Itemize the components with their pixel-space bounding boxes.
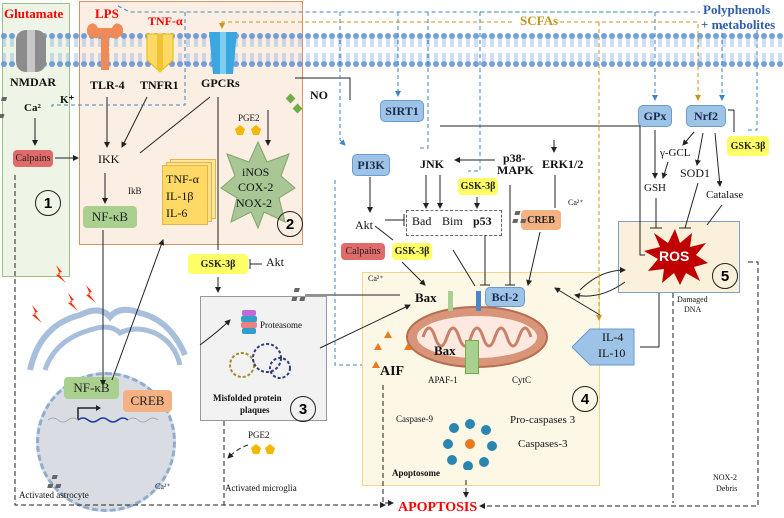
- apoptosome-icon: [443, 419, 497, 470]
- plaques-label-line1: Misfolded protein: [213, 393, 282, 403]
- bcl2-box: Bcl-2: [485, 287, 525, 307]
- calpains-box-signaling: Calpains: [341, 243, 385, 260]
- gsk3b-box-akt: GSK-3β: [392, 243, 432, 260]
- ggcl-label: γ-GCL: [660, 147, 691, 159]
- apaf1-label: APAF-1: [428, 375, 458, 385]
- sod1-label: SOD1: [680, 166, 711, 180]
- calcium-label: Ca²: [24, 102, 41, 114]
- gsk3b-box-microglia: GSK-3β: [188, 254, 248, 274]
- pge2-label-bottom: PGE2: [248, 430, 270, 440]
- p53-label: p53: [473, 214, 492, 228]
- bcl2-channel-top: [476, 291, 481, 311]
- pi3k-box: PI3K: [352, 154, 390, 176]
- akt-label: Akt: [355, 218, 373, 232]
- nmdar-label: NMDAR: [10, 75, 56, 89]
- aif-label: AIF: [380, 364, 405, 379]
- caspase9-label: Caspase-9: [396, 414, 433, 424]
- activated-astrocyte-label: Activated astrocyte: [19, 490, 89, 500]
- ikk-label: IKK: [98, 152, 120, 166]
- bax-channel-top: [448, 291, 453, 311]
- cytokine-tnf-alpha: TNF-α: [166, 172, 199, 186]
- enzyme-cox2: COX-2: [238, 180, 274, 194]
- enzyme-inos: iNOS: [242, 165, 270, 179]
- endoplasmic-reticulum-icon: [27, 306, 188, 371]
- polyphenols-label-line1: Polyphenols: [703, 2, 771, 17]
- gsk3b-box-p53: GSK-3β: [458, 178, 498, 195]
- dna-transcription-icon: [48, 405, 158, 423]
- panel-3-number: 3: [290, 396, 316, 422]
- plaques-label-line2: plaques: [240, 405, 270, 415]
- damaged-dna-line2: DNA: [684, 305, 702, 314]
- gsh-label: GSH: [644, 182, 667, 194]
- tnfr1-label: TNFR1: [140, 78, 179, 92]
- glutamate-label: Glutamate: [4, 6, 64, 21]
- apoptosis-label: APOPTOSIS: [398, 500, 478, 515]
- jnk-label: JNK: [420, 157, 444, 171]
- cytokine-il6: IL-6: [166, 206, 188, 220]
- nfkb-box-panel2: NF-κB: [83, 206, 137, 228]
- potassium-label: K⁺: [60, 94, 75, 106]
- creb-box-signaling: CREB: [521, 210, 561, 230]
- il4-label: IL-4: [602, 330, 624, 344]
- nfkb-box-nucleus: NF-κB: [64, 377, 119, 399]
- damaged-dna-line1: Damaged: [677, 295, 708, 304]
- pge2-molecules-bottom-icon: [251, 444, 275, 454]
- pge2-label-panel2: PGE2: [238, 113, 260, 123]
- tnfr1-receptor-icon: [146, 33, 174, 73]
- tnf-alpha-label: TNF-α: [148, 14, 183, 28]
- akt-label-microglia: Akt: [266, 255, 284, 269]
- il10-label: IL-10: [598, 346, 626, 360]
- panel-4-number: 4: [572, 386, 598, 412]
- no-molecules-icon: [285, 93, 303, 114]
- gpcr-receptor-icon: [209, 32, 237, 74]
- bax-label-mito: Bax: [434, 343, 456, 358]
- no-label: NO: [310, 88, 328, 102]
- gpcrs-label: GPCRs: [201, 76, 240, 90]
- bad-label: Bad: [412, 214, 432, 228]
- polyphenols-label-line2: + metabolites: [701, 17, 776, 32]
- scfas-label: SCFAs: [520, 13, 559, 28]
- nox2-label: NOX-2: [713, 473, 737, 482]
- activated-microglia-label: Activated microglia: [225, 483, 297, 493]
- lps-label: LPS: [95, 6, 119, 21]
- procaspase3-label: Pro-caspases 3: [510, 414, 576, 426]
- cytokine-il1b: IL-1β: [166, 189, 194, 203]
- nrf2-box: Nrf2: [686, 105, 726, 127]
- calpains-box-panel1: Calpains: [13, 150, 53, 167]
- calcium-label-signaling: Ca²⁺: [568, 198, 584, 207]
- sirt1-box: SIRT1: [380, 100, 424, 122]
- gpx-box: GPx: [638, 105, 672, 127]
- bax-channel-mito: [465, 340, 479, 374]
- panel-5-number: 5: [712, 263, 738, 289]
- calcium-label-bottom: Ca²⁺: [155, 482, 171, 491]
- pge2-molecules-icon: [235, 125, 261, 135]
- proteasome-label: Proteasome: [260, 320, 302, 330]
- panel-1-number: 1: [35, 190, 61, 216]
- bim-label: Bim: [442, 214, 463, 228]
- bax-label-top: Bax: [415, 290, 437, 305]
- tlr4-receptor-icon: [86, 23, 124, 70]
- panel-2-number: 2: [277, 211, 303, 237]
- debris-label: Debris: [716, 484, 738, 493]
- apoptosome-label: Apoptosome: [392, 468, 441, 478]
- ros-label: ROS: [659, 248, 690, 264]
- tlr4-label: TLR-4: [90, 78, 125, 92]
- erk-label: ERK1/2: [542, 157, 584, 171]
- nmdar-receptor-icon: [16, 30, 46, 72]
- gsk3b-box-nrf2: GSK-3β: [727, 136, 769, 156]
- enzyme-nox2: NOX-2: [236, 196, 272, 210]
- caspase3-label: Caspases-3: [518, 438, 568, 450]
- proteasome-icon: [241, 310, 257, 334]
- misfolded-protein-clumps-icon: [229, 343, 291, 379]
- catalase-label: Catalase: [706, 189, 744, 201]
- p38-label-line2: MAPK: [497, 163, 534, 177]
- cytc-label: CytC: [512, 375, 532, 385]
- calcium-label-panel4: Ca²⁺: [368, 274, 384, 283]
- ikb-label: IkB: [128, 186, 142, 196]
